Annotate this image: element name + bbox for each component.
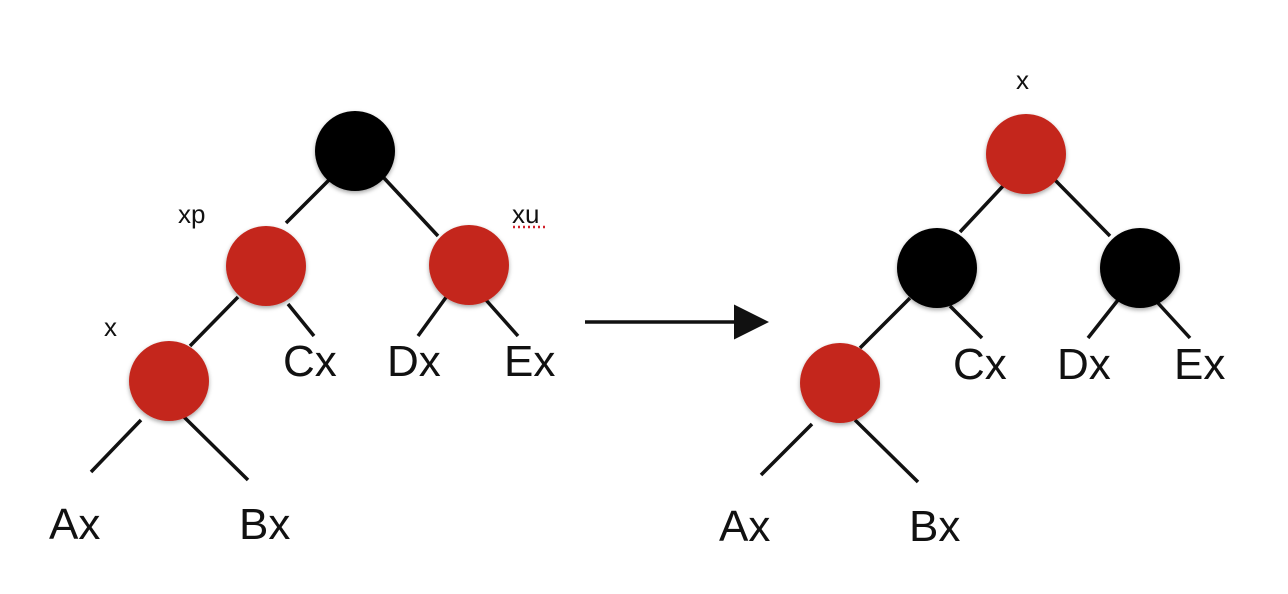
edge-parent-x (858, 296, 912, 350)
edge-uncle-dx (1086, 298, 1120, 340)
edge-x-bx (853, 418, 920, 484)
leaf-bx: Bx (239, 500, 290, 549)
leaf-ax: Ax (719, 502, 770, 551)
node-parent (226, 226, 306, 306)
node-x (800, 343, 880, 423)
edge-gp-parent (958, 184, 1005, 234)
leaf-dx: Dx (387, 337, 441, 386)
label-xp: xp (178, 199, 205, 229)
node-x (129, 341, 209, 421)
edge-x-ax (89, 418, 143, 474)
leaf-bx: Bx (909, 502, 960, 551)
leaf-ex: Ex (1174, 340, 1225, 389)
edge-gp-parent (284, 178, 331, 225)
node-uncle (429, 225, 509, 305)
edge-parent-cx (948, 304, 984, 340)
edge-gp-uncle (382, 176, 440, 238)
label-x: x (1016, 65, 1029, 95)
label-x: x (104, 312, 117, 342)
edge-x-ax (759, 422, 814, 477)
edge-x-bx (181, 414, 250, 482)
edge-gp-uncle (1051, 176, 1112, 238)
leaf-ax: Ax (49, 500, 100, 549)
label-xu: xu (512, 199, 539, 229)
edge-uncle-ex (484, 298, 520, 338)
edge-uncle-dx (416, 294, 449, 338)
leaf-cx: Cx (283, 337, 337, 386)
edge-uncle-ex (1155, 300, 1192, 340)
node-uncle (1100, 228, 1180, 308)
leaf-dx: Dx (1057, 340, 1111, 389)
node-grandparent (315, 111, 395, 191)
node-grandparent (986, 114, 1066, 194)
edge-parent-cx (286, 302, 316, 338)
leaf-ex: Ex (504, 337, 555, 386)
tree-before: xp xu x Ax Bx Cx Dx Ex (49, 111, 555, 549)
edge-parent-x (188, 295, 240, 348)
tree-after: x Ax Bx Cx Dx Ex (719, 65, 1225, 551)
leaf-cx: Cx (953, 340, 1007, 389)
node-parent (897, 228, 977, 308)
